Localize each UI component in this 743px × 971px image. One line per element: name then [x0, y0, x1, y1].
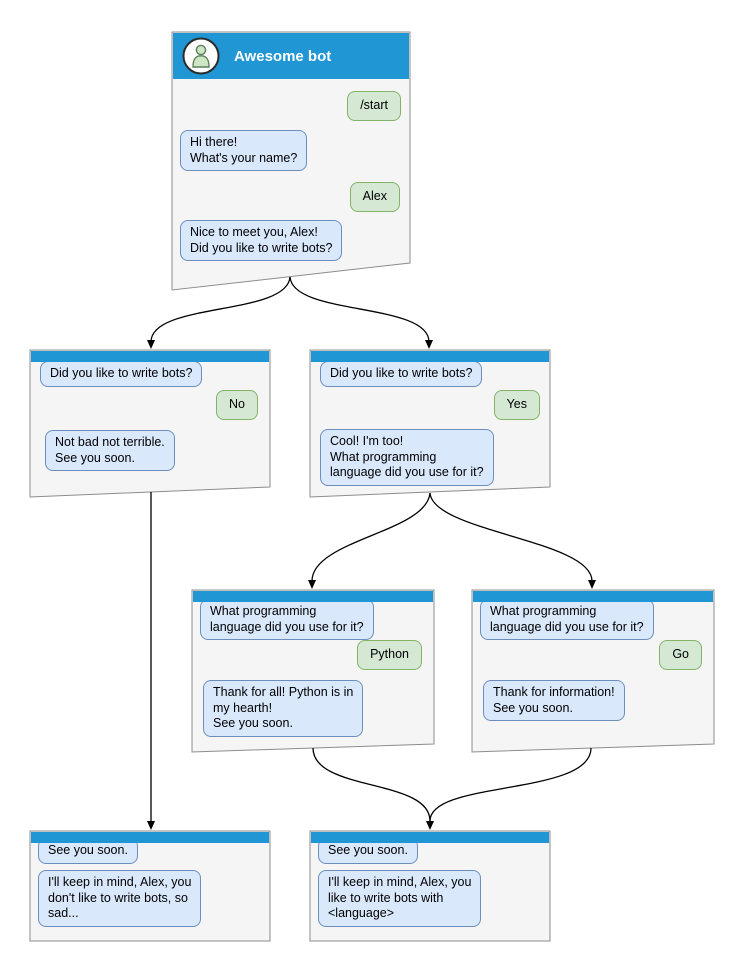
bot-message-bubble: Thank for information! See you soon.	[483, 680, 625, 721]
bot-message-bubble: Did you like to write bots?	[320, 361, 483, 387]
bot-title: Awesome bot	[234, 47, 332, 65]
user-reply-bubble: Alex	[349, 182, 400, 212]
bot-avatar-person-icon	[182, 37, 220, 75]
user-reply-bubble: Python	[357, 640, 422, 670]
bot-message-bubble: I'll keep in mind, Alex, you don't like …	[38, 870, 202, 927]
chat-window-branch-no: Did you like to write bots? No Not bad n…	[30, 350, 270, 497]
chat-window-end-yes: See you soon. I'll keep in mind, Alex, y…	[310, 831, 550, 941]
arrowhead-go	[588, 580, 596, 589]
bot-message-bubble: What programming language did you use fo…	[480, 599, 654, 640]
bot-message-bubble: Not bad not terrible. See you soon.	[45, 430, 175, 471]
window-header-bar	[311, 832, 549, 843]
chat-window-lang-python: What programming language did you use fo…	[192, 590, 434, 752]
arrowhead-python	[308, 580, 316, 589]
arrowhead-end-yes	[426, 821, 434, 830]
window-header-bar	[473, 591, 713, 602]
chat-window-lang-go: What programming language did you use fo…	[472, 590, 714, 752]
bot-message-bubble: Hi there! What's your name?	[180, 130, 308, 171]
arrow-start-to-no	[150, 276, 291, 343]
chat-window-header: Awesome bot	[173, 33, 409, 79]
bot-message-bubble: What programming language did you use fo…	[200, 599, 374, 640]
chat-window-end-no: See you soon. I'll keep in mind, Alex, y…	[30, 831, 270, 941]
user-reply-bubble: No	[216, 390, 258, 420]
window-header-bar	[31, 832, 269, 843]
arrow-yes-to-python	[311, 492, 431, 582]
arrowhead-yes	[425, 340, 433, 349]
window-header-bar	[193, 591, 433, 602]
bot-message-bubble: Cool! I'm too! What programming language…	[320, 429, 494, 486]
window-header-bar	[311, 351, 549, 362]
user-reply-bubble: Go	[659, 640, 702, 670]
arrowhead-end-no	[147, 821, 155, 830]
arrow-python-to-end	[312, 747, 431, 822]
chat-window-start: Awesome bot /start Hi there! What's your…	[172, 32, 410, 290]
bot-message-bubble: Did you like to write bots?	[40, 361, 203, 387]
user-reply-bubble: /start	[347, 91, 401, 121]
chat-window-branch-yes: Did you like to write bots? Yes Cool! I'…	[310, 350, 550, 497]
arrow-yes-to-go	[429, 492, 593, 582]
bot-message-bubble: Nice to meet you, Alex! Did you like to …	[180, 220, 343, 261]
flow-arrows	[147, 276, 596, 830]
bot-message-bubble: Thank for all! Python is in my hearth! S…	[203, 680, 364, 737]
user-reply-bubble: Yes	[493, 390, 540, 420]
bot-message-bubble: I'll keep in mind, Alex, you like to wri…	[318, 870, 482, 927]
window-header-bar	[31, 351, 269, 362]
arrow-start-to-yes	[289, 276, 430, 343]
arrowhead-no	[147, 340, 155, 349]
arrow-go-to-end	[429, 747, 592, 822]
